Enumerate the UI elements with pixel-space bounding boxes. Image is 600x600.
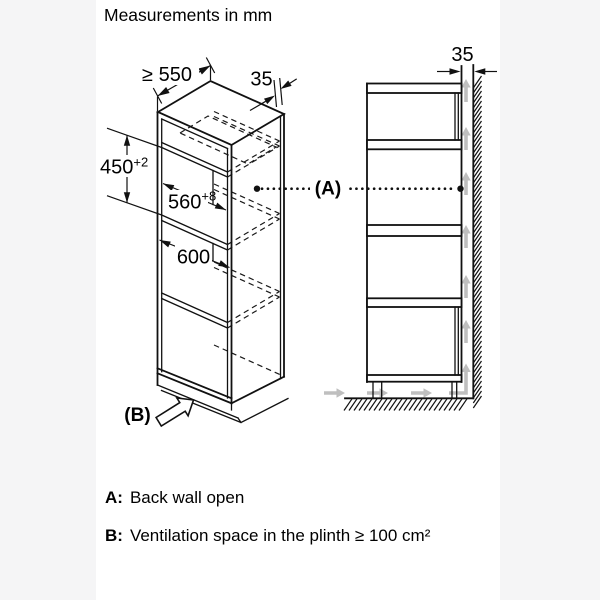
section-cabinet	[366, 65, 463, 399]
airflow-arrows	[324, 79, 471, 398]
dimension-niche-width: 560+8	[162, 182, 227, 214]
dimension-cabinet-width: 600	[159, 239, 230, 269]
wall-gap-dimension-label: 35	[451, 44, 473, 66]
airflow-arrow-right-icon	[367, 388, 388, 398]
dimension-depth: ≥ 550	[135, 57, 216, 111]
reference-dot-icon	[457, 185, 464, 192]
niche-height-dimension-label: 450+2	[100, 155, 148, 179]
plinth-pointer-arrow-icon	[155, 397, 195, 428]
page-title: Measurements in mm	[104, 5, 273, 25]
legend-text-a: Back wall open	[129, 488, 245, 507]
legend-line-b: B: Ventilation space in the plinth ≥ 100 …	[105, 526, 430, 546]
airflow-arrow-up-icon	[461, 127, 471, 150]
rear-gap-dimension-label: 35	[250, 69, 272, 91]
dimension-rear-gap: 35	[249, 69, 298, 112]
legend-key-a: A:	[105, 488, 123, 507]
plinth	[156, 384, 289, 424]
legend-key-b: B:	[105, 526, 123, 545]
dimension-niche-height: 450+2	[98, 127, 162, 216]
airflow-arrow-right-icon	[411, 388, 432, 398]
back-wall-label: (A)	[315, 179, 341, 200]
cabinet-width-dimension-label: 600	[177, 247, 210, 269]
plinth-label: (B)	[124, 405, 150, 426]
cabinet-outline	[156, 79, 286, 405]
airflow-arrow-up-icon	[461, 79, 471, 102]
airflow-arrow-up-icon	[461, 275, 471, 298]
airflow-arrow-right-icon	[324, 388, 345, 398]
dimension-wall-gap: 35	[437, 44, 497, 75]
niche-width-dimension-label: 560+8	[168, 189, 216, 214]
airflow-arrow-corner-icon	[449, 363, 471, 395]
cabinet-inner-lines	[160, 115, 282, 399]
reference-dot-icon	[253, 185, 261, 192]
isometric-cabinet-view	[155, 79, 289, 428]
airflow-arrow-up-icon	[461, 172, 471, 195]
airflow-arrow-up-icon	[461, 320, 471, 343]
legend-text-b: Ventilation space in the plinth ≥ 100 cm…	[129, 526, 431, 545]
wall-hatch	[472, 75, 482, 409]
back-wall-reference: (A)	[253, 179, 464, 200]
legend-line-a: A: Back wall open	[105, 488, 244, 508]
side-section-view: 35 (A)	[253, 44, 497, 411]
depth-dimension-label: ≥ 550	[142, 64, 192, 86]
floor-hatch	[343, 398, 468, 411]
airflow-arrow-up-icon	[461, 225, 471, 248]
hidden-back-edges	[178, 110, 283, 377]
